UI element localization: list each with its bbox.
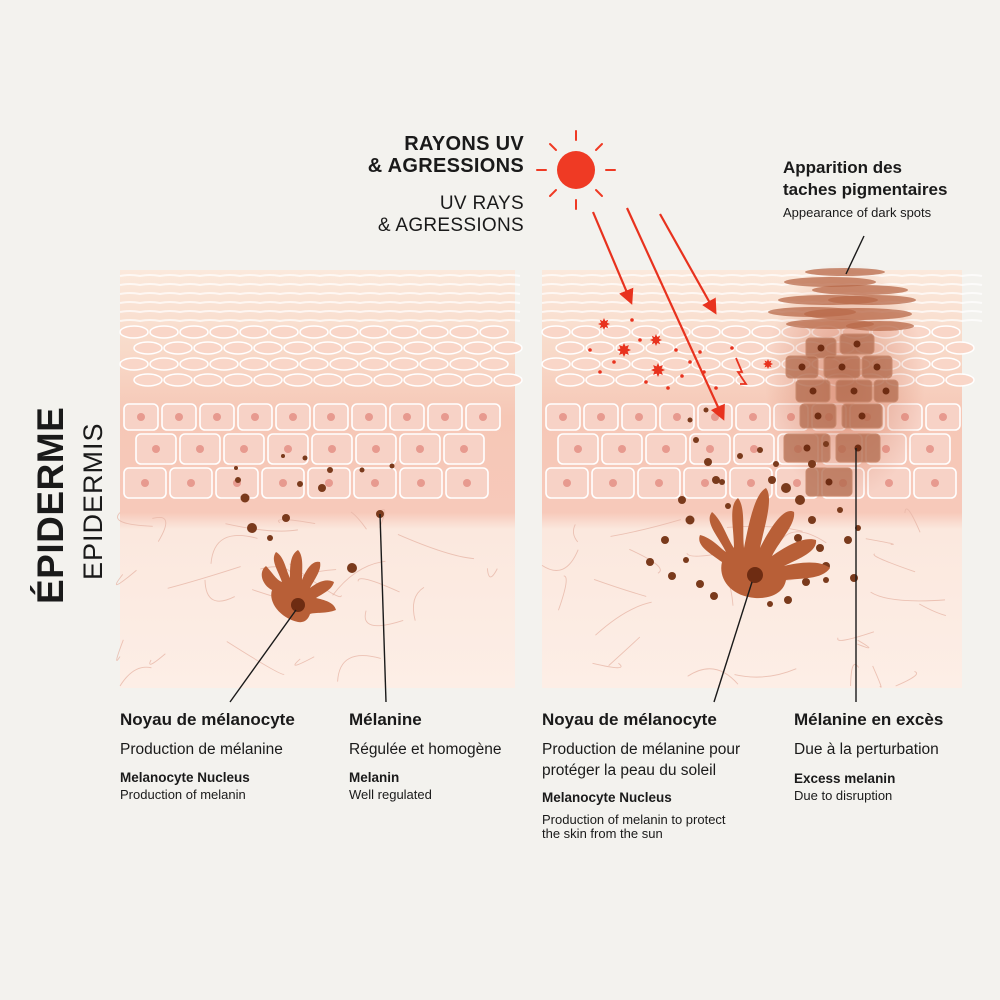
left-melanin-granules: [234, 454, 395, 573]
dark-spots-label-en: Appearance of dark spots: [783, 205, 932, 220]
dark-spots-label-fr: Apparition des taches pigmentaires: [783, 158, 948, 199]
caption-subtitle: Due à la perturbation: [794, 741, 939, 758]
right-melanocyte: [699, 488, 830, 599]
uv-damage-marks: [588, 318, 773, 390]
caption-subtitle: Production de mélanine: [120, 741, 283, 758]
caption-en-title: Melanin: [349, 770, 400, 785]
caption-subtitle: Production de mélanine pour protéger la …: [542, 741, 741, 779]
caption-title: Mélanine: [349, 710, 422, 729]
caption-en-title: Excess melanin: [794, 771, 896, 786]
uv-ray-arrows: [591, 207, 725, 421]
uv-label-fr: RAYONS UV & AGRESSIONS: [367, 133, 524, 177]
left-skin-layers: [119, 274, 523, 499]
caption-subtitle: Régulée et homogène: [349, 741, 502, 758]
leader-lines: [229, 235, 865, 703]
left-melanocyte-nucleus: [291, 598, 305, 612]
left-melanocyte: [261, 550, 336, 623]
caption-title: Noyau de mélanocyte: [542, 710, 717, 729]
uv-label-en: UV RAYS & AGRESSIONS: [377, 193, 524, 236]
caption-right-excess: Mélanine en excès Due à la perturbation …: [794, 710, 994, 803]
caption-en-title: Melanocyte Nucleus: [120, 770, 250, 785]
caption-en-title: Melanocyte Nucleus: [542, 790, 672, 805]
caption-en-subtitle: Well regulated: [349, 787, 432, 802]
caption-right-nucleus: Noyau de mélanocyte Production de mélani…: [542, 710, 782, 841]
caption-left-melanin: Mélanine Régulée et homogène Melanin Wel…: [349, 710, 534, 802]
caption-en-subtitle: Production of melanin to protect the ski…: [542, 812, 726, 841]
caption-title: Noyau de mélanocyte: [120, 710, 295, 729]
left-skin-panel: [115, 270, 523, 688]
side-title-en: EPIDERMIS: [78, 422, 108, 580]
caption-en-subtitle: Production of melanin: [120, 787, 246, 802]
caption-left-nucleus: Noyau de mélanocyte Production de mélani…: [120, 710, 340, 802]
right-melanocyte-nucleus: [747, 567, 763, 583]
side-title-fr: ÉPIDERME: [30, 406, 71, 604]
right-dermis-fibers: [541, 508, 947, 688]
caption-title: Mélanine en excès: [794, 710, 944, 729]
caption-en-subtitle: Due to disruption: [794, 788, 893, 803]
left-dermis-fibers: [115, 509, 498, 687]
right-skin-panel: [541, 260, 983, 688]
sun-icon: [536, 130, 616, 210]
dark-spot-area: [765, 260, 925, 500]
